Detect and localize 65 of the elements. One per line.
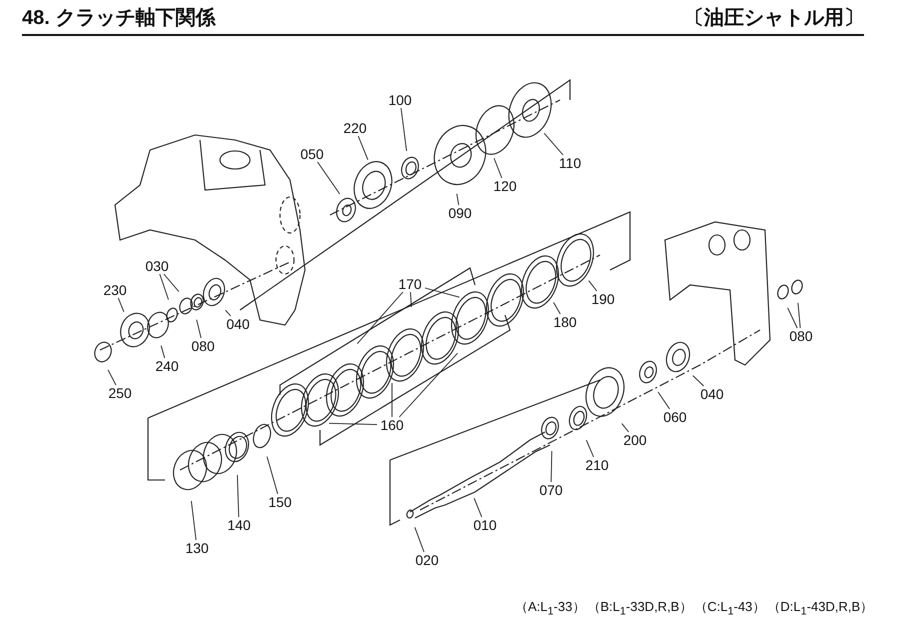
callout-number: 130 bbox=[182, 540, 212, 556]
leader-line bbox=[658, 392, 670, 410]
callout-number: 250 bbox=[105, 385, 135, 401]
callout-number: 040 bbox=[697, 386, 727, 402]
callout-number: 070 bbox=[536, 482, 566, 498]
callout-number: 140 bbox=[224, 517, 254, 533]
leader-line bbox=[159, 274, 169, 300]
leader-line bbox=[108, 369, 116, 386]
leader-line bbox=[358, 136, 368, 160]
callout-number: 030 bbox=[142, 258, 172, 274]
leader-line bbox=[550, 450, 552, 482]
leader-line bbox=[190, 500, 196, 540]
page-title: 48. クラッチ軸下関係 bbox=[22, 6, 216, 31]
leader-line bbox=[588, 280, 598, 292]
leader-line bbox=[494, 158, 502, 178]
callout-number: 180 bbox=[550, 314, 580, 330]
leader-line bbox=[328, 422, 378, 426]
leader-line bbox=[118, 298, 124, 312]
model-code-note: （A:L$_{1}$-33） bbox=[515, 599, 586, 614]
callout-number: 240 bbox=[152, 358, 182, 374]
leader-line bbox=[266, 456, 278, 494]
callout-number: 150 bbox=[265, 494, 295, 510]
callout-number: 170 bbox=[395, 276, 425, 292]
leader-line bbox=[236, 474, 240, 518]
leader-line bbox=[356, 292, 404, 344]
model-code-note: （D:L$_{1}$-43D,R,B） bbox=[767, 599, 874, 614]
leader-line bbox=[544, 132, 564, 156]
callout-number: 160 bbox=[377, 417, 407, 433]
callout-number: 210 bbox=[582, 457, 612, 473]
callout-number: 200 bbox=[620, 432, 650, 448]
leader-line bbox=[798, 302, 801, 328]
leader-line bbox=[456, 193, 460, 206]
leader-line bbox=[224, 310, 232, 316]
leader-line bbox=[553, 302, 561, 314]
leader-line bbox=[474, 498, 482, 518]
leader-line bbox=[621, 423, 630, 432]
callout-number: 080 bbox=[188, 338, 218, 354]
leader-line bbox=[398, 352, 458, 418]
callout-number: 010 bbox=[470, 517, 500, 533]
callout-number: 120 bbox=[490, 178, 520, 194]
callout-number: 090 bbox=[445, 205, 475, 221]
callout-number: 220 bbox=[340, 120, 370, 136]
leader-line bbox=[163, 274, 180, 292]
leader-line bbox=[410, 292, 412, 308]
callout-number: 230 bbox=[100, 282, 130, 298]
callout-number: 060 bbox=[660, 409, 690, 425]
leader-line bbox=[692, 375, 704, 386]
callout-number: 190 bbox=[588, 291, 618, 307]
leader-line bbox=[317, 162, 340, 194]
leader-line bbox=[400, 108, 408, 152]
leader-line bbox=[787, 308, 798, 328]
leader-line bbox=[196, 319, 202, 338]
callout-number: 080 bbox=[786, 328, 816, 344]
callout-number: 100 bbox=[385, 92, 415, 108]
leader-line bbox=[414, 526, 424, 552]
callout-number: 040 bbox=[223, 316, 253, 332]
leader-line bbox=[424, 288, 460, 298]
leader-line bbox=[586, 440, 594, 458]
leader-line bbox=[160, 345, 166, 358]
callout-number: 110 bbox=[555, 155, 585, 171]
page-subtitle: 〔油圧シャトル用〕 bbox=[684, 6, 864, 31]
callout-number: 050 bbox=[297, 146, 327, 162]
model-code-note: （C:L$_{1}$-43） bbox=[694, 599, 766, 614]
callout-number: 020 bbox=[412, 552, 442, 568]
model-code-note: （B:L$_{1}$-33D,R,B） bbox=[587, 599, 692, 614]
